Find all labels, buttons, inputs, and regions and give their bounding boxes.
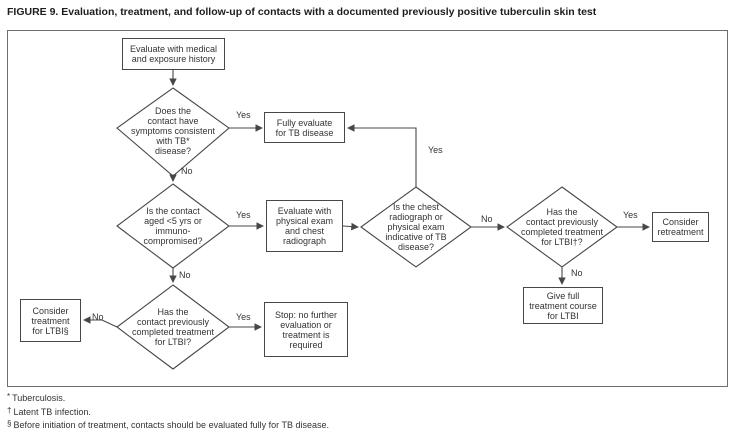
label-prior2-no: No [92,312,104,322]
node-stop: Stop: no further evaluation or treatment… [264,302,348,357]
label-prior1-no: No [571,268,583,278]
label-radiograph-yes: Yes [428,145,443,155]
node-symptoms-diamond: Does the contact have symptoms consisten… [130,106,216,156]
footnote-text: Before initiation of treatment, contacts… [13,420,329,430]
node-consider-retreatment: Consider retreatment [652,212,709,242]
label-radiograph-no: No [481,214,493,224]
footnote-marker-asterisk: * [7,392,11,401]
node-give-full-treatment: Give full treatment course for LTBI [523,287,603,324]
node-evaluate-history: Evaluate with medical and exposure histo… [122,38,225,70]
label-prior2-yes: Yes [236,312,251,322]
node-consider-treatment: Consider treatment for LTBI§ [20,299,81,342]
label-age-yes: Yes [236,210,251,220]
footnote-before-initiation: §Before initiation of treatment, contact… [7,418,329,432]
figure-title: FIGURE 9. Evaluation, treatment, and fol… [7,6,597,18]
footnote-text: Latent TB infection. [13,406,91,417]
node-physical-exam: Evaluate with physical exam and chest ra… [266,200,343,252]
figure-border [7,30,728,387]
label-age-no: No [179,270,191,280]
node-age-immuno-diamond: Is the contact aged <5 yrs or immuno- co… [143,206,203,246]
node-fully-evaluate: Fully evaluate for TB disease [264,112,345,143]
node-radiograph-diamond: Is the chest radiograph or physical exam… [385,202,447,252]
footnote-ltbi: †Latent TB infection. [7,405,329,419]
label-symptoms-yes: Yes [236,110,251,120]
node-prior-treatment-diamond: Has the contact previously completed tre… [520,207,604,247]
footnote-tuberculosis: *Tuberculosis. [7,391,329,405]
footnote-marker-dagger: † [7,405,12,415]
footnote-text: Tuberculosis. [12,393,66,403]
label-symptoms-no: No [181,166,193,176]
node-prior-treatment2-diamond: Has the contact previously completed tre… [131,307,215,347]
label-prior1-yes: Yes [623,210,638,220]
footnotes: *Tuberculosis. †Latent TB infection. §Be… [7,391,329,432]
footnote-marker-section: § [7,419,12,428]
